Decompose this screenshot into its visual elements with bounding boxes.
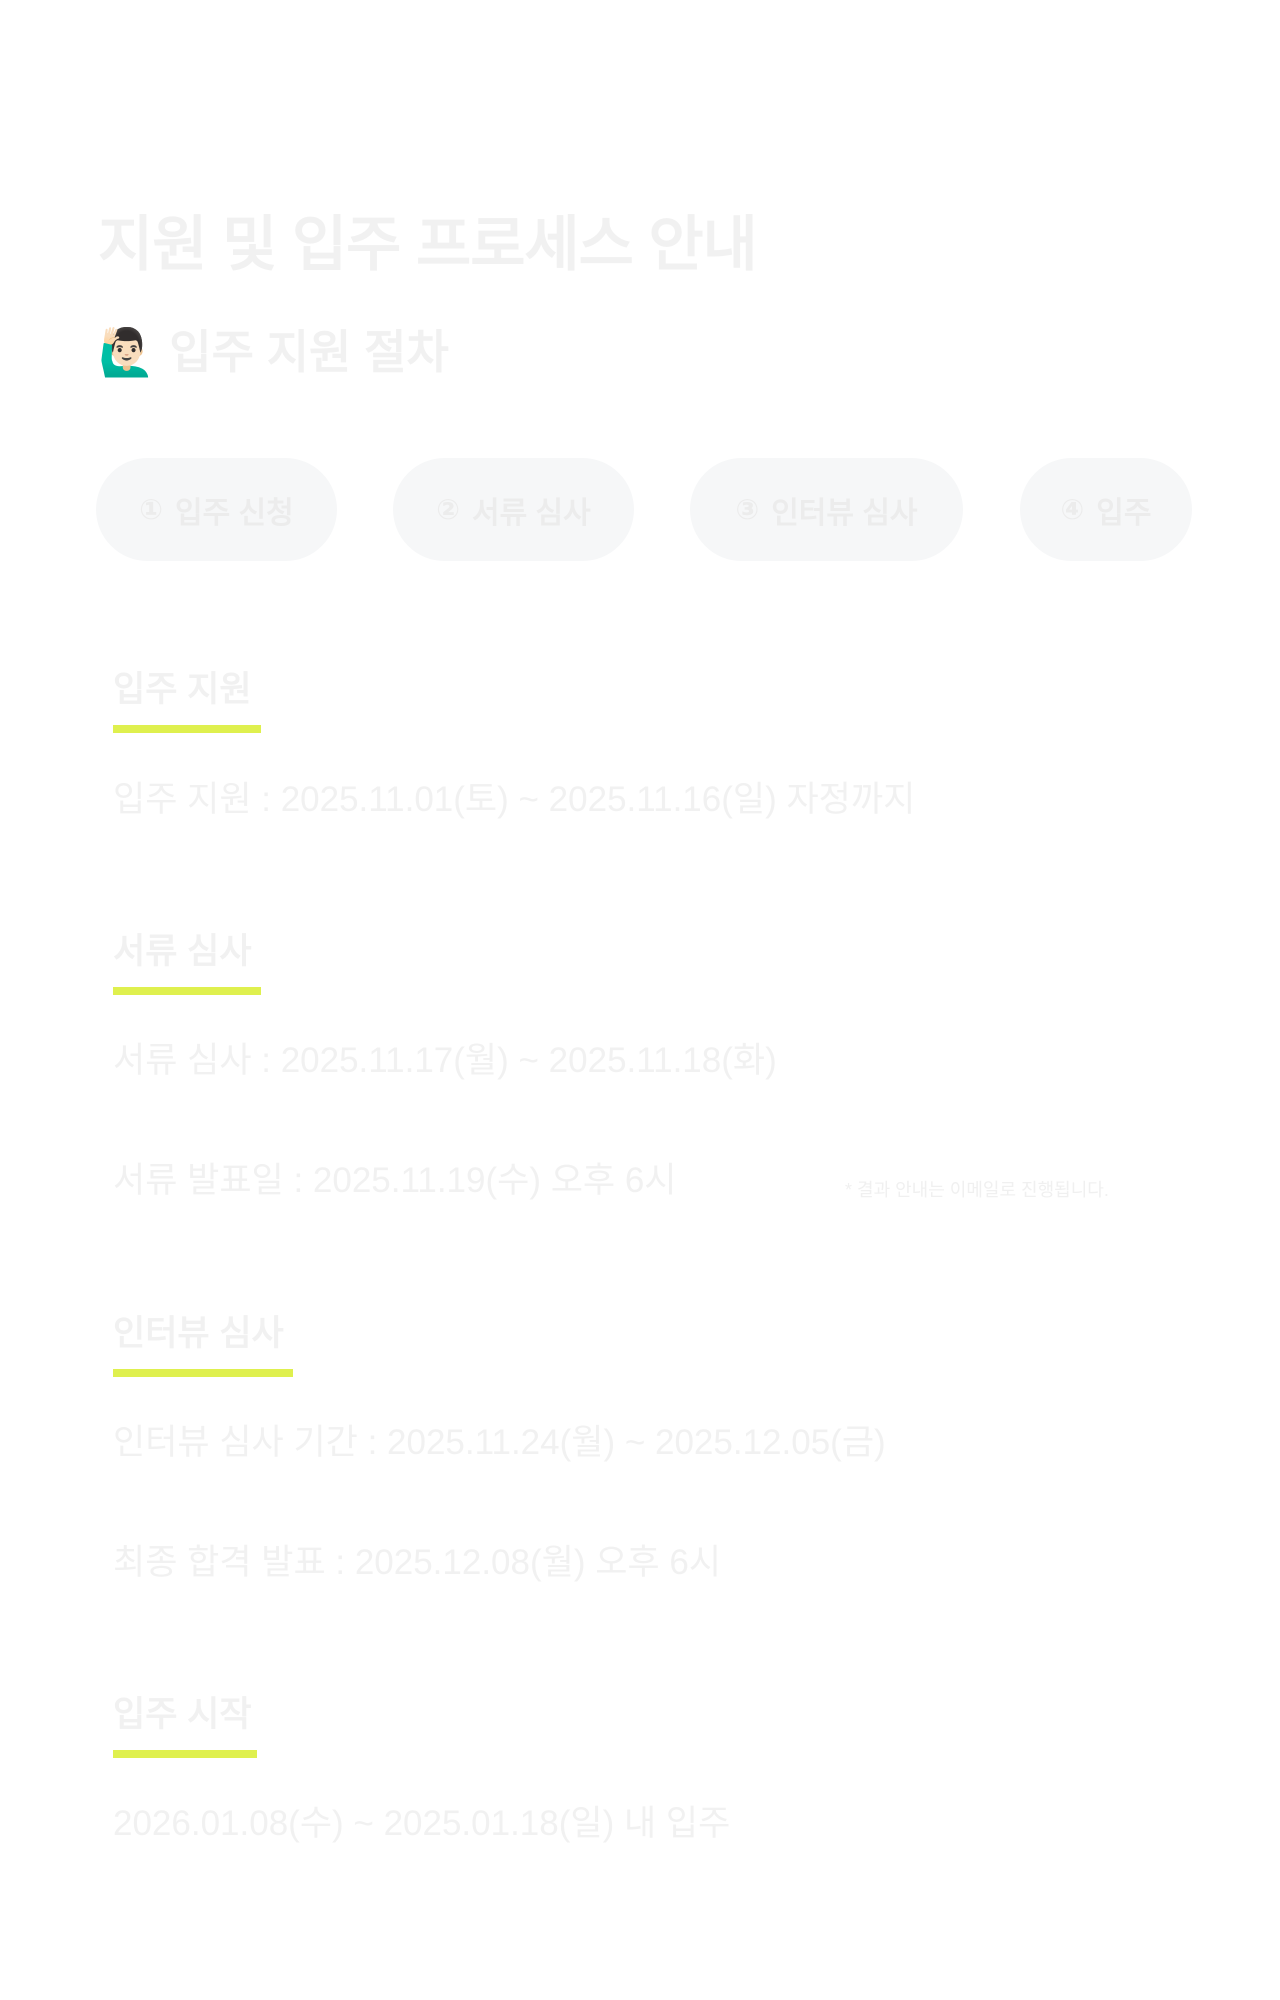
page-title: 지원 및 입주 프로세스 안내 bbox=[98, 211, 758, 279]
document-result-date: 서류 발표일 : 2025.11.19(수) 오후 6시 bbox=[113, 1161, 677, 1200]
step-label: 입주 bbox=[1096, 496, 1152, 530]
step-label: 서류 심사 bbox=[471, 496, 591, 530]
heading-underline bbox=[113, 987, 261, 995]
person-raising-hand-icon: 🙋🏻‍♂️ bbox=[98, 326, 156, 378]
step-number: ① bbox=[139, 494, 163, 525]
section-heading-interview: 인터뷰 심사 bbox=[113, 1314, 284, 1353]
step-pill-3[interactable]: ③ 인터뷰 심사 bbox=[690, 458, 963, 561]
document-review-period: 서류 심사 : 2025.11.17(월) ~ 2025.11.18(화) bbox=[113, 1041, 777, 1080]
procedure-title: 입주 지원 절차 bbox=[169, 326, 449, 378]
section-heading-move-in: 입주 시작 bbox=[113, 1695, 252, 1734]
heading-underline bbox=[113, 725, 261, 733]
step-number: ④ bbox=[1060, 494, 1085, 525]
heading-underline bbox=[113, 1750, 257, 1758]
interview-period: 인터뷰 심사 기간 : 2025.11.24(월) ~ 2025.12.05(금… bbox=[113, 1423, 886, 1462]
email-notice: * 결과 안내는 이메일로 진행됩니다. bbox=[845, 1180, 1109, 1200]
step-pill-2[interactable]: ② 서류 심사 bbox=[393, 458, 634, 561]
apply-period: 입주 지원 : 2025.11.01(토) ~ 2025.11.16(일) 자정… bbox=[113, 780, 916, 819]
step-number: ② bbox=[436, 494, 460, 525]
step-pill-1[interactable]: ① 입주 신청 bbox=[96, 458, 337, 561]
section-heading-apply: 입주 지원 bbox=[113, 670, 252, 709]
step-label: 입주 신청 bbox=[174, 496, 294, 530]
procedure-heading: 🙋🏻‍♂️ 입주 지원 절차 bbox=[98, 322, 449, 382]
move-in-period: 2026.01.08(수) ~ 2025.01.18(일) 내 입주 bbox=[113, 1804, 731, 1843]
final-result-date: 최종 합격 발표 : 2025.12.08(월) 오후 6시 bbox=[113, 1543, 722, 1582]
step-number: ③ bbox=[735, 494, 760, 525]
step-label: 인터뷰 심사 bbox=[771, 496, 918, 530]
heading-underline bbox=[113, 1369, 293, 1377]
step-pill-4[interactable]: ④ 입주 bbox=[1020, 458, 1192, 561]
section-heading-document: 서류 심사 bbox=[113, 932, 252, 971]
